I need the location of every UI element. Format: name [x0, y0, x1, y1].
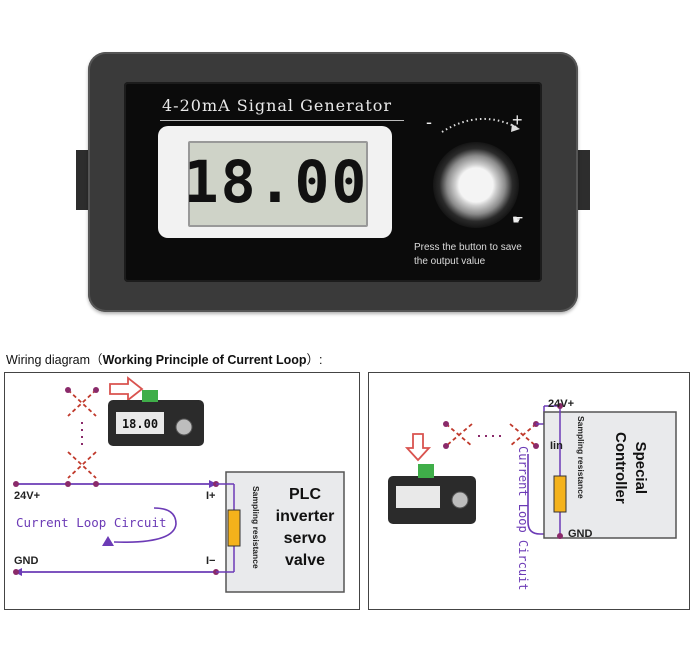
mini-display-value: 18.00	[122, 417, 158, 431]
right-supply-gnd: GND	[568, 528, 593, 540]
title-underline	[160, 120, 404, 121]
right-device-line-1: Special	[632, 441, 649, 495]
left-device-line-4: valve	[284, 552, 326, 569]
right-loop-label: Current Loop Circuit	[516, 446, 530, 591]
caption-suffix: ）:	[306, 353, 323, 367]
left-supply-pos: 24V+	[14, 490, 40, 502]
left-device-line-1: PLC	[289, 486, 321, 503]
left-resistor-label: Sampling resistance	[251, 486, 261, 569]
right-loop-label-wrap: Current Loop Circuit	[512, 446, 530, 591]
left-terminal-pos: I+	[206, 490, 216, 502]
right-mount-tab	[576, 150, 590, 210]
caption-bold: Working Principle of Current Loop	[102, 353, 307, 367]
right-resistor-label: Sampling resistance	[576, 416, 586, 499]
right-device-line-2: Controller	[612, 432, 629, 504]
knob-dial-arc-icon	[441, 118, 520, 133]
right-terminal-in: Iin	[550, 440, 563, 452]
right-device-label-wrap: Special Controller	[606, 432, 654, 522]
left-loop-label: Current Loop Circuit	[16, 515, 167, 530]
save-note-line1: Press the button to save	[414, 242, 522, 253]
knob-minus-label: -	[426, 112, 432, 132]
left-supply-gnd: GND	[14, 555, 39, 567]
left-terminal-neg: I−	[206, 555, 216, 567]
left-device-line-2: inverter	[275, 508, 335, 525]
left-device-line-3: servo	[283, 530, 327, 547]
device-title: 4-20mA Signal Generator	[162, 96, 393, 115]
right-device-label: Special Controller	[610, 432, 650, 504]
right-wiring-diagram	[388, 403, 677, 539]
caption-prefix: Wiring diagram（	[6, 353, 103, 367]
lcd-screen	[188, 141, 368, 227]
lcd-display-value: 18.00	[183, 148, 369, 216]
knob-plus-label: +	[512, 110, 523, 130]
wiring-caption: Wiring diagram（Working Principle of Curr…	[6, 349, 322, 368]
right-supply-pos: 24V+	[548, 398, 574, 410]
left-mount-tab	[76, 150, 90, 210]
left-wiring-diagram: 18.00	[13, 376, 345, 593]
save-note-line2: the output value	[414, 256, 486, 267]
adjust-knob[interactable]	[433, 142, 519, 228]
left-resistor-label-wrap: Sampling resistance	[247, 486, 261, 596]
press-hand-icon: ☛	[512, 212, 524, 227]
right-resistor-label-wrap: Sampling resistance	[572, 416, 586, 526]
left-device-label: PLC inverter servo valve	[264, 484, 346, 572]
